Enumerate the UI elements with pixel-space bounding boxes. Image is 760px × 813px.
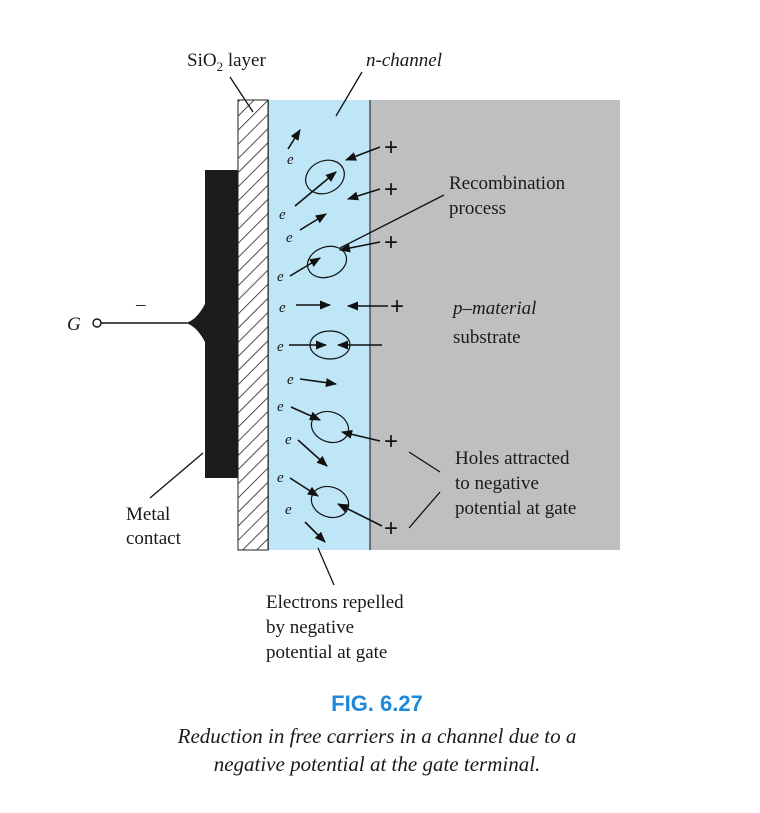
hole-plus: + xyxy=(384,134,398,161)
sio2-layer-label: SiO2 layer xyxy=(187,50,266,74)
electron-arrow xyxy=(304,521,326,543)
electron: e xyxy=(286,230,293,246)
electron: e xyxy=(287,372,294,388)
electrons-label-line3: potential at gate xyxy=(266,642,387,663)
holes-label-line3: potential at gate xyxy=(455,498,576,519)
electrons-label-line2: by negative xyxy=(266,617,354,638)
sio2-layer xyxy=(237,99,269,551)
electron: e xyxy=(279,207,286,223)
gate-minus-sign: – xyxy=(135,294,146,315)
electron: e xyxy=(279,300,286,316)
holes-leader-top xyxy=(408,451,441,473)
electron: e xyxy=(277,399,284,415)
gate-label: G xyxy=(67,314,81,335)
recombination-label-line2: process xyxy=(449,198,506,219)
electron: e xyxy=(277,269,284,285)
electron-arrow xyxy=(289,257,321,277)
recombination-label-line1: Recombination xyxy=(449,173,566,194)
metal-contact-label-line1: Metal xyxy=(126,504,170,525)
electron: e xyxy=(285,432,292,448)
hole-arrow xyxy=(344,146,381,161)
electron: e xyxy=(277,470,284,486)
hole-arrow xyxy=(338,241,381,253)
electron-arrow xyxy=(299,378,338,388)
metal-contact xyxy=(185,170,238,478)
metal-leader xyxy=(149,452,204,499)
n-channel-leader xyxy=(335,71,363,117)
hole-plus: + xyxy=(384,229,398,256)
gate-terminal[interactable] xyxy=(92,318,102,328)
n-channel-label: n-channel xyxy=(366,50,442,71)
figure-number: FIG. 6.27 xyxy=(331,691,423,716)
hole-arrow xyxy=(336,503,383,527)
holes-label-line2: to negative xyxy=(455,473,539,494)
electron-arrow xyxy=(299,213,327,231)
electrons-leader xyxy=(317,547,335,586)
electron-arrow xyxy=(290,406,322,421)
electrons-label-line1: Electrons repelled xyxy=(266,592,404,613)
electron-arrow xyxy=(297,439,328,467)
electron: e xyxy=(287,152,294,168)
recombination-ellipse xyxy=(305,159,345,195)
electron-arrow xyxy=(294,171,337,207)
recombination-leader xyxy=(339,194,445,249)
n-channel-region xyxy=(268,100,370,550)
caption-line1: Reduction in free carriers in a channel … xyxy=(177,724,577,748)
caption-line2: negative potential at the gate terminal. xyxy=(214,752,541,776)
hole-arrow xyxy=(346,188,381,201)
electron: e xyxy=(285,502,292,518)
recombination-ellipse xyxy=(306,245,348,279)
metal-contact-label-line2: contact xyxy=(126,528,182,549)
sio2-leader xyxy=(229,76,254,113)
hole-plus: + xyxy=(390,293,404,320)
hole-arrow xyxy=(340,429,381,442)
hole-plus: + xyxy=(384,176,398,203)
p-material-label-line2: substrate xyxy=(453,327,521,348)
hole-plus: + xyxy=(384,515,398,542)
electron: e xyxy=(277,339,284,355)
electron-arrow xyxy=(287,129,301,150)
electron-arrow xyxy=(289,477,319,497)
holes-leader-bottom xyxy=(408,491,441,529)
p-substrate-region xyxy=(370,100,620,550)
holes-label-line1: Holes attracted xyxy=(455,448,570,469)
hole-plus: + xyxy=(384,428,398,455)
p-material-label-line1: p–material xyxy=(451,298,536,319)
